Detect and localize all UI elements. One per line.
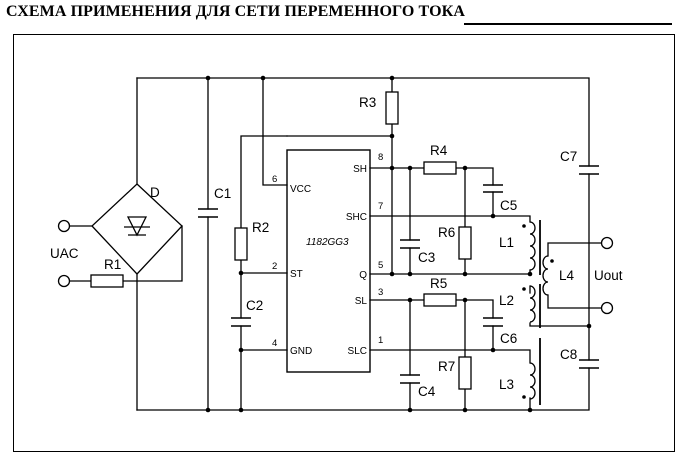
l2-dot <box>522 287 526 291</box>
wire-bottom-rail <box>136 367 590 411</box>
capacitor-c3 <box>400 239 420 249</box>
capacitor-c5 <box>483 184 503 193</box>
pin-shc-label: SHC <box>346 212 367 223</box>
c3-label: C3 <box>418 250 435 265</box>
pin-number-1: 1 <box>378 335 383 346</box>
c5-label: C5 <box>500 198 517 213</box>
wire-output <box>547 242 602 309</box>
input-terminals <box>57 219 71 288</box>
r1-label: R1 <box>104 257 121 272</box>
resistor-r6 <box>458 226 472 260</box>
wire-slc <box>369 349 531 364</box>
l1-dot <box>522 224 526 228</box>
c4-label: C4 <box>418 384 436 399</box>
ic-body <box>286 149 371 373</box>
c7-label: C7 <box>560 149 577 164</box>
inductor-l1 <box>529 221 536 271</box>
wire-r2-c2 <box>240 135 288 411</box>
l4-dot <box>550 259 554 263</box>
c6-label: C6 <box>500 331 517 346</box>
output-label: Uout <box>594 268 623 283</box>
pin-number-2: 2 <box>272 261 277 272</box>
wire-top-rail <box>136 77 590 167</box>
pin-sl-label: SL <box>355 296 368 307</box>
pin-number-7: 7 <box>378 201 383 212</box>
resistor-r4 <box>423 161 457 175</box>
wire-sl <box>369 299 494 319</box>
wire-shc <box>369 215 531 223</box>
pin-number-4: 4 <box>272 338 277 349</box>
l4-label: L4 <box>559 268 575 283</box>
r2-label: R2 <box>252 220 269 235</box>
l2-label: L2 <box>499 293 514 308</box>
capacitor-c2 <box>231 317 251 327</box>
output-terminals <box>600 236 614 315</box>
pin-q-label: Q <box>359 270 367 281</box>
resistor-r2 <box>234 227 248 261</box>
pin-vcc-label: VCC <box>290 184 311 195</box>
heading: СХЕМА ПРИМЕНЕНИЯ ДЛЯ СЕТИ ПЕРЕМЕННОГО ТО… <box>6 3 686 27</box>
schematic-frame <box>13 34 675 452</box>
l3-label: L3 <box>499 377 514 392</box>
wire-l2 <box>529 285 590 327</box>
pin-number-3: 3 <box>378 287 383 298</box>
wire-vcc <box>262 77 288 186</box>
c1-label: C1 <box>214 186 231 201</box>
r4-label: R4 <box>430 143 448 158</box>
junction-dots <box>205 75 592 413</box>
inductor-l2 <box>529 285 536 323</box>
wire-input-r1-right <box>122 225 183 282</box>
pin-st-label: ST <box>290 269 303 280</box>
pin-number-8: 8 <box>378 152 383 163</box>
resistor-r3 <box>385 91 399 125</box>
r6-label: R6 <box>438 225 455 240</box>
capacitor-c7 <box>579 165 599 175</box>
page-title: СХЕМА ПРИМЕНЕНИЯ ДЛЯ СЕТИ ПЕРЕМЕННОГО ТО… <box>6 3 466 20</box>
capacitor-c8 <box>579 359 599 369</box>
capacitor-c1 <box>198 208 218 218</box>
pin-number-5: 5 <box>378 260 383 271</box>
input-label: UAC <box>50 246 79 261</box>
pin-number-6: 6 <box>272 174 277 185</box>
l1-label: L1 <box>499 235 514 250</box>
c2-label: C2 <box>246 298 263 313</box>
c8-label: C8 <box>560 347 577 362</box>
inductor-l4 <box>542 255 549 296</box>
pin-gnd-label: GND <box>290 346 312 357</box>
ic-name: 1182GG3 <box>306 237 349 248</box>
capacitor-c6 <box>483 317 503 327</box>
capacitor-c4 <box>400 374 420 384</box>
r3-label: R3 <box>359 95 376 110</box>
bridge-label: D <box>150 185 160 200</box>
resistor-r1 <box>90 274 124 288</box>
r5-label: R5 <box>430 276 447 291</box>
resistor-r5 <box>423 293 457 307</box>
pin-slc-label: SLC <box>348 346 367 357</box>
l3-dot <box>522 395 526 399</box>
wire-sh <box>369 167 494 186</box>
pin-sh-label: SH <box>353 164 367 175</box>
title-underline <box>464 23 672 25</box>
inductor-l3 <box>529 362 536 400</box>
resistor-r7 <box>458 356 472 390</box>
diode-bridge <box>91 183 183 275</box>
r7-label: R7 <box>438 359 455 374</box>
